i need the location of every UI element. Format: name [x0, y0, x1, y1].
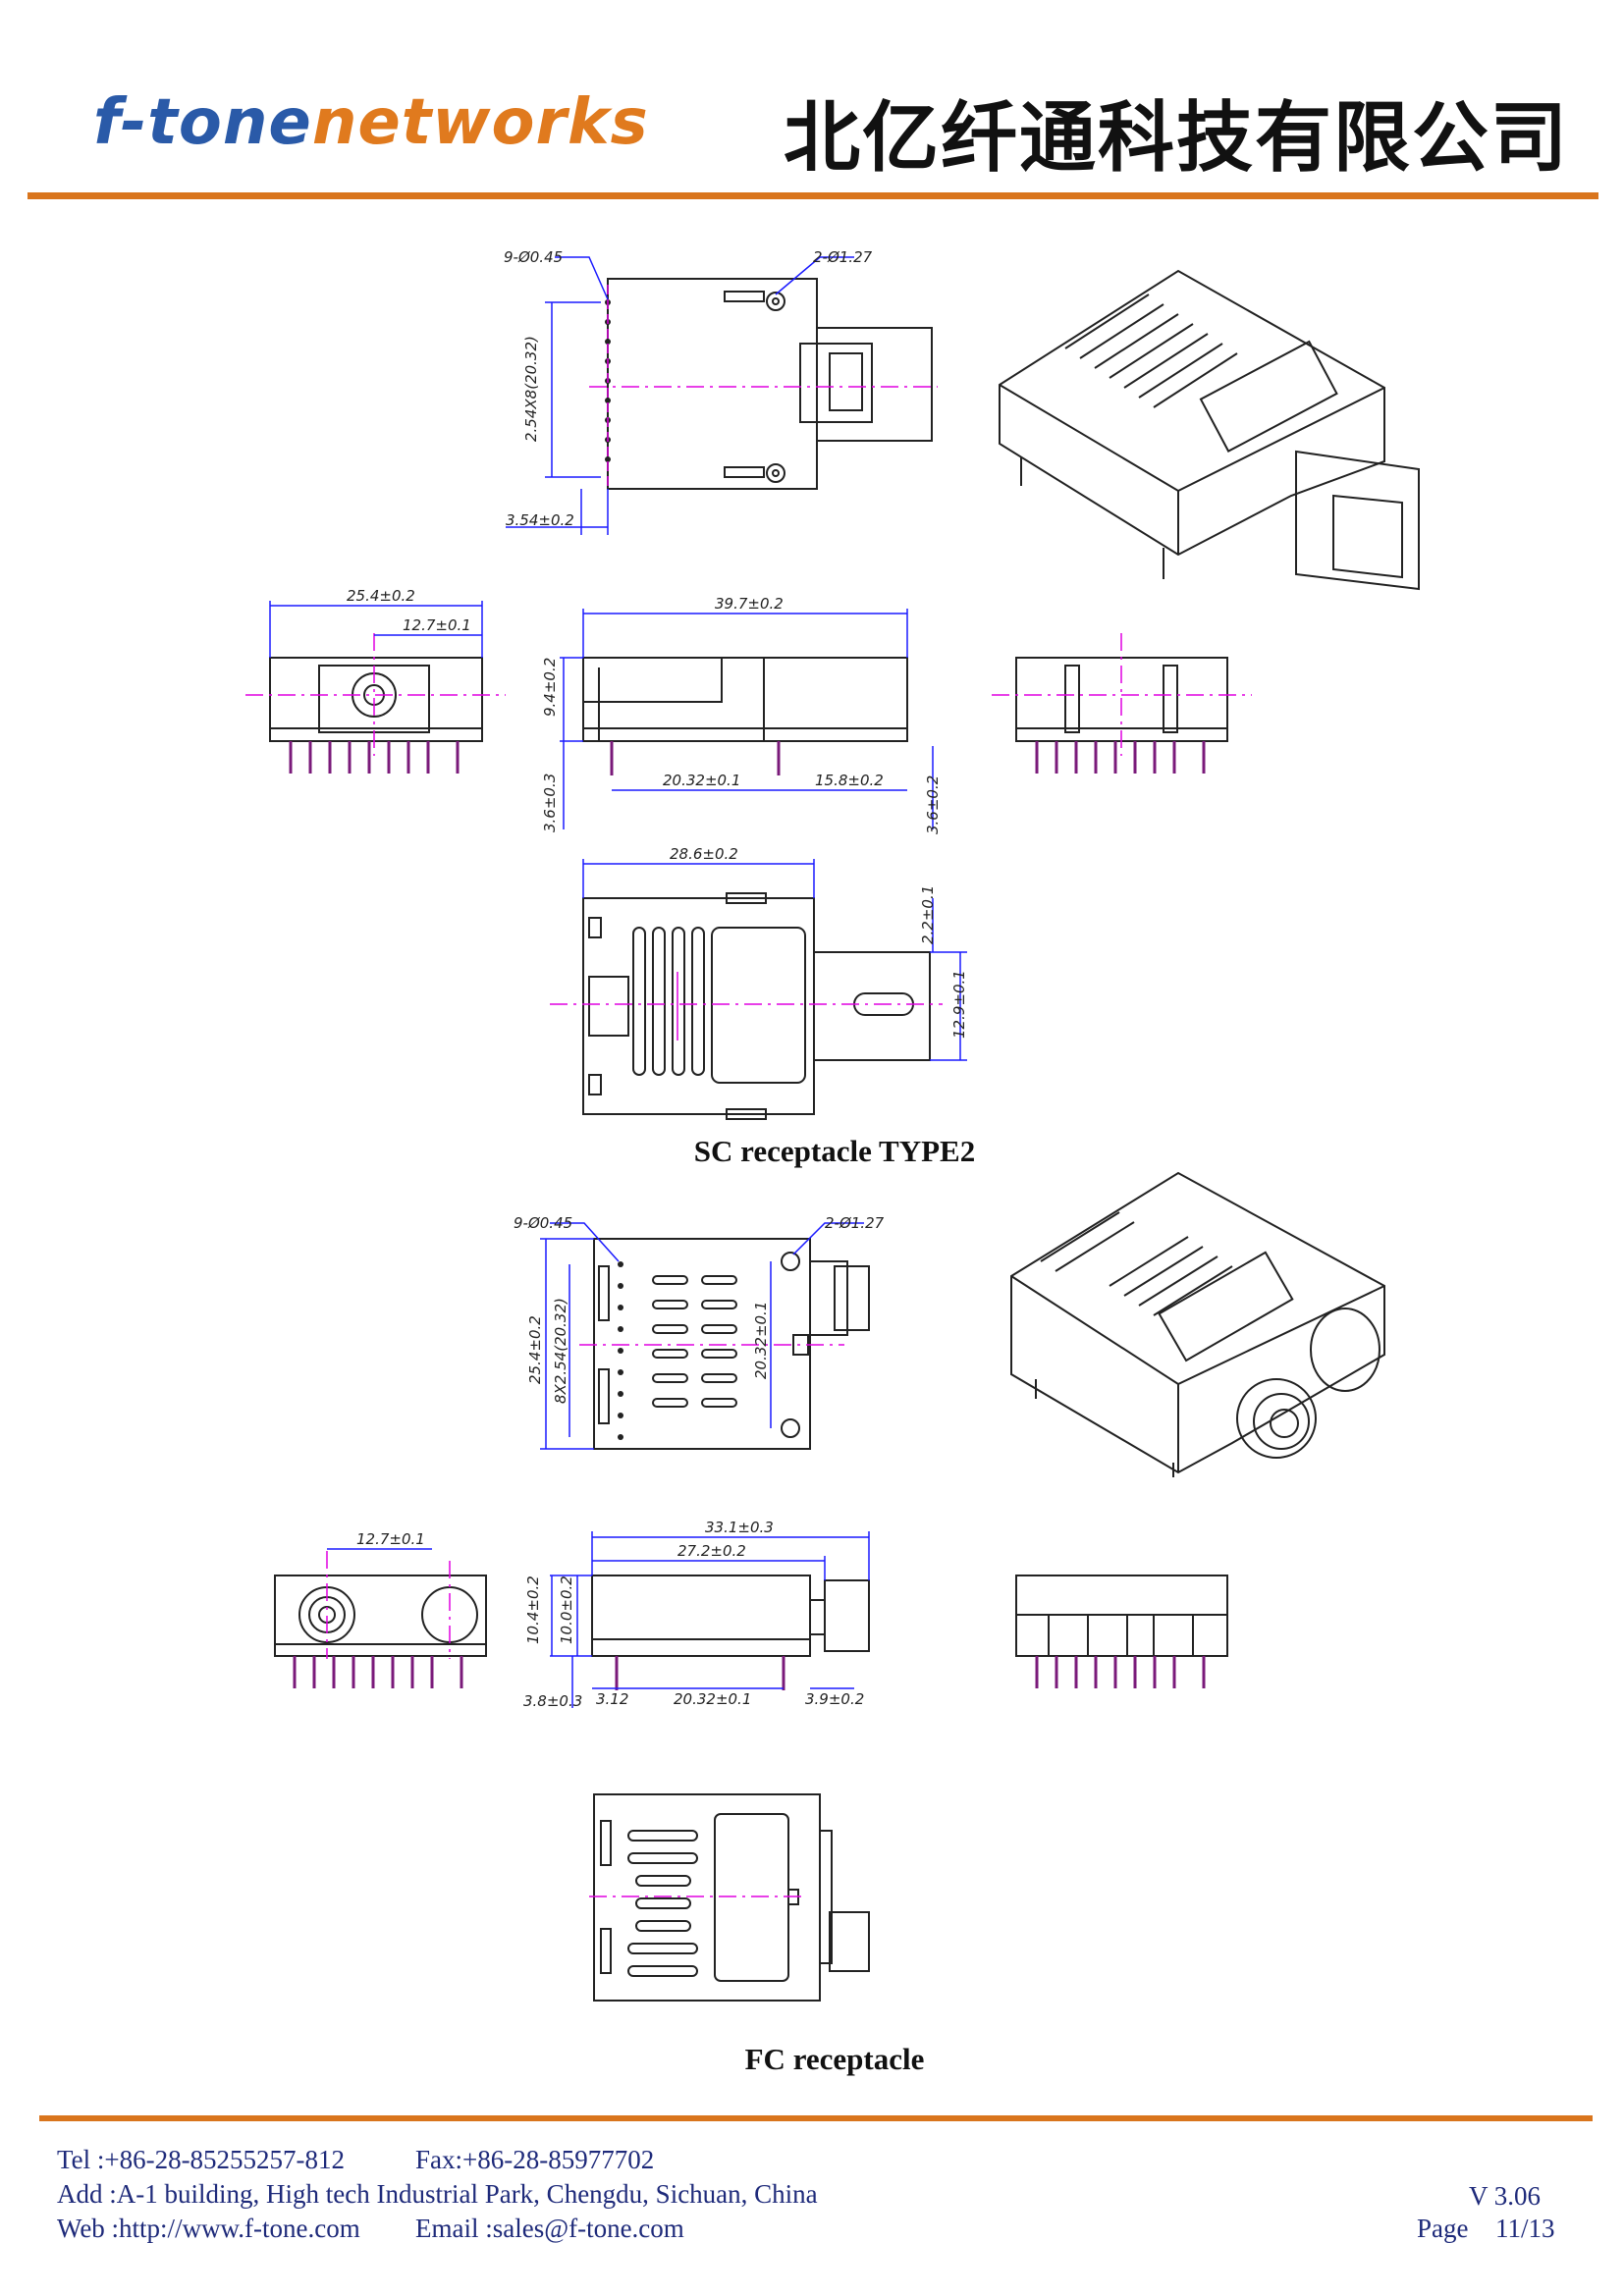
logo-text-ftone: f-tone	[93, 86, 312, 159]
header-rule	[27, 192, 1598, 199]
sc-bottom-view	[550, 859, 967, 1120]
footer-address: Add :A-1 building, High tech Industrial …	[57, 2179, 818, 2209]
dim-sc-pin-holes: 9-Ø0.45	[504, 248, 563, 266]
dim-sc-side-height: 9.4±0.2	[541, 658, 559, 717]
dim-fc-pin-span: 20.32±0.1	[674, 1690, 751, 1708]
dim-sc-mount-holes: 2-Ø1.27	[813, 248, 873, 266]
dim-sc-pin-length-right: 3.6±0.2	[924, 775, 942, 834]
dim-fc-body-width: 25.4±0.2	[526, 1315, 544, 1384]
footer-web[interactable]: Web :http://www.f-tone.com	[57, 2214, 360, 2243]
dim-fc-height-inner: 10.0±0.2	[558, 1575, 575, 1644]
dim-fc-mount-holes: 2-Ø1.27	[825, 1214, 885, 1232]
dim-sc-edge-offset: 3.54±0.2	[506, 511, 574, 529]
dim-fc-pin-length: 3.8±0.3	[523, 1692, 582, 1710]
fc-rear-view	[1015, 1575, 1228, 1688]
fc-front-view	[274, 1548, 487, 1688]
dim-sc-pin-to-end: 15.8±0.2	[815, 772, 884, 789]
footer-page-number: 11/13	[1495, 2214, 1555, 2243]
fc-side-view	[550, 1531, 870, 1708]
dim-fc-pin-offset: 3.12	[596, 1690, 628, 1708]
dim-fc-height-outer: 10.4±0.2	[524, 1575, 542, 1644]
dim-sc-pin-length-left: 3.6±0.3	[541, 774, 559, 832]
sc-side-view	[560, 609, 934, 829]
dim-fc-body-length: 27.2±0.2	[677, 1542, 746, 1560]
dim-fc-overall-length: 33.1±0.3	[705, 1519, 774, 1536]
sc-iso-view	[999, 269, 1420, 591]
dim-fc-front-center: 12.7±0.1	[356, 1530, 425, 1548]
dim-sc-pin-span: 20.32±0.1	[663, 772, 740, 789]
dim-sc-snout-offset: 2.2±0.1	[919, 885, 937, 944]
dim-fc-pin-to-end: 3.9±0.2	[805, 1690, 864, 1708]
company-logo: f-tonenetworks	[93, 86, 649, 159]
dim-sc-front-center: 12.7±0.1	[403, 616, 471, 634]
dim-fc-pin-holes: 9-Ø0.45	[514, 1214, 572, 1232]
footer-tel: Tel :+86-28-85255257-812	[57, 2145, 346, 2174]
dim-sc-pitch: 2.54X8(20.32)	[522, 336, 540, 442]
sc-front-view	[245, 601, 506, 774]
fc-top-view	[540, 1222, 870, 1450]
fc-iso-view	[1010, 1171, 1385, 1477]
sc-rear-view	[992, 633, 1252, 774]
sc-type2-caption: SC receptacle TYPE2	[693, 1134, 976, 1168]
footer-fax: Fax:+86-28-85977702	[415, 2145, 655, 2174]
dim-sc-front-width: 25.4±0.2	[347, 587, 415, 605]
logo-text-networks: networks	[311, 86, 649, 159]
footer-rule	[39, 2115, 1593, 2121]
footer-email[interactable]: Email :sales@f-tone.com	[415, 2214, 684, 2243]
fc-caption: FC receptacle	[744, 2042, 925, 2076]
dim-fc-mount-span: 20.32±0.1	[752, 1302, 770, 1379]
company-name: 北亿纤通科技有限公司	[783, 94, 1569, 183]
fc-bottom-view	[589, 1793, 870, 2002]
footer-page-label: Page	[1417, 2214, 1469, 2243]
dim-sc-snout-width: 12.9±0.1	[950, 970, 968, 1039]
dim-sc-side-length: 39.7±0.2	[715, 595, 784, 613]
sc-top-view	[506, 256, 938, 535]
dim-sc-top-length: 28.6±0.2	[670, 845, 738, 863]
dim-fc-pitch: 8X2.54(20.32)	[552, 1298, 569, 1404]
footer-version: V 3.06	[1469, 2181, 1542, 2211]
